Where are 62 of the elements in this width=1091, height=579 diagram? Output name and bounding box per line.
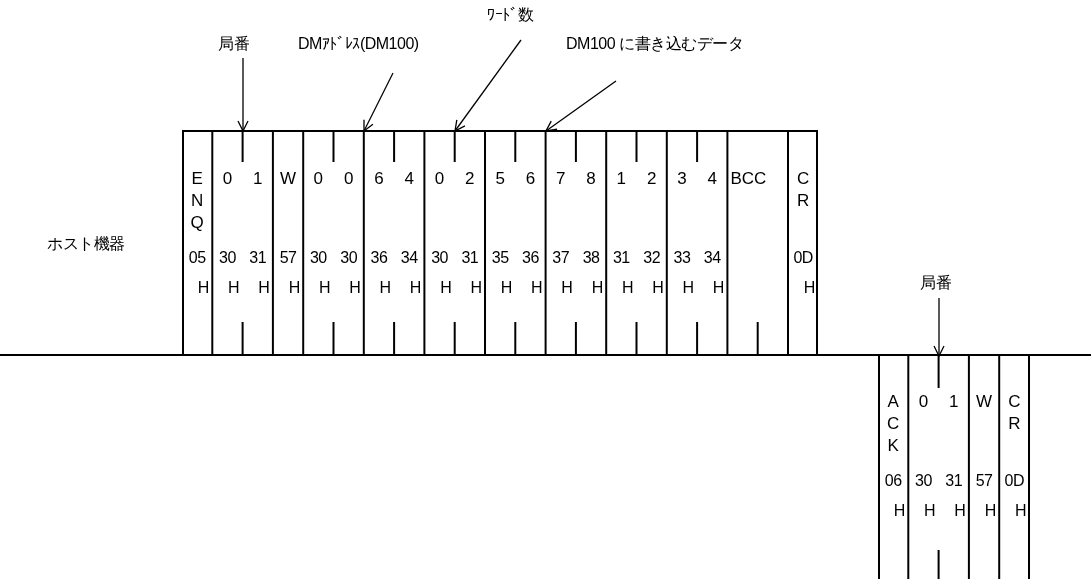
character-label: 4 [706, 168, 718, 190]
character-label: 1 [948, 391, 960, 413]
response-frame [878, 355, 1030, 579]
hex-code: 34H [702, 248, 726, 298]
hex-code: 30H [218, 248, 241, 298]
hex-code: 33H [672, 248, 696, 298]
hex-code: 32H [642, 248, 665, 298]
character-label: 1 [615, 168, 628, 190]
hex-code: 05H [187, 248, 211, 298]
row-label: ホスト機器 [47, 234, 125, 254]
hex-code: 31H [460, 248, 483, 298]
hex-code: 31H [944, 471, 967, 521]
character-label: W [279, 168, 298, 190]
hex-code: 30H [339, 248, 362, 298]
hex-code: 31H [611, 248, 635, 298]
character-label: 2 [464, 168, 476, 190]
character-label: 0 [917, 391, 930, 413]
character-label: 2 [645, 168, 658, 190]
hex-code: 57H [974, 471, 998, 521]
character-label: ENQ [189, 168, 205, 234]
character-label: 7 [555, 168, 567, 190]
character-label: BCC [729, 168, 768, 190]
leader-arrow [237, 57, 249, 132]
leader-arrow [454, 39, 522, 132]
character-label: 8 [585, 168, 597, 190]
character-label: 4 [403, 168, 415, 190]
hex-code: 57H [278, 248, 302, 298]
leader-arrow [933, 297, 945, 357]
leader-arrow [363, 72, 394, 132]
character-label: 0 [312, 168, 325, 190]
character-label: 6 [373, 168, 385, 190]
hex-code: 36H [521, 248, 544, 298]
callout-label: 局番 [920, 272, 951, 294]
callout-label: DMｱﾄﾞﾚｽ(DM100) [298, 33, 419, 55]
host-frame [182, 130, 818, 355]
callout-label: DM100 に書き込むデータ [566, 33, 744, 55]
hex-code: 35H [490, 248, 514, 298]
character-label: 3 [676, 168, 688, 190]
hex-code: 0DH [792, 248, 817, 298]
hex-code: 34H [399, 248, 423, 298]
character-label: 0 [433, 168, 446, 190]
character-label: 0 [342, 168, 355, 190]
character-label: CR [796, 168, 811, 212]
hex-code: 30H [914, 471, 937, 521]
character-label: W [975, 391, 994, 413]
callout-label: 局番 [218, 33, 249, 55]
hex-code: 0DH [1003, 471, 1028, 521]
leader-arrow [545, 80, 617, 132]
character-label: 0 [221, 168, 234, 190]
hex-code: 38H [581, 248, 605, 298]
character-label: ACK [886, 391, 901, 457]
hex-code: 36H [369, 248, 393, 298]
hex-code: 30H [308, 248, 332, 298]
hex-code: 06H [883, 471, 907, 521]
character-label: CR [1007, 391, 1022, 435]
hex-code: 37H [551, 248, 574, 298]
hex-code: 30H [430, 248, 453, 298]
character-label: 1 [252, 168, 264, 190]
callout-label: ﾜｰﾄﾞ数 [487, 4, 533, 26]
character-label: 6 [524, 168, 537, 190]
character-label: 5 [494, 168, 506, 190]
hex-code: 31H [248, 248, 271, 298]
